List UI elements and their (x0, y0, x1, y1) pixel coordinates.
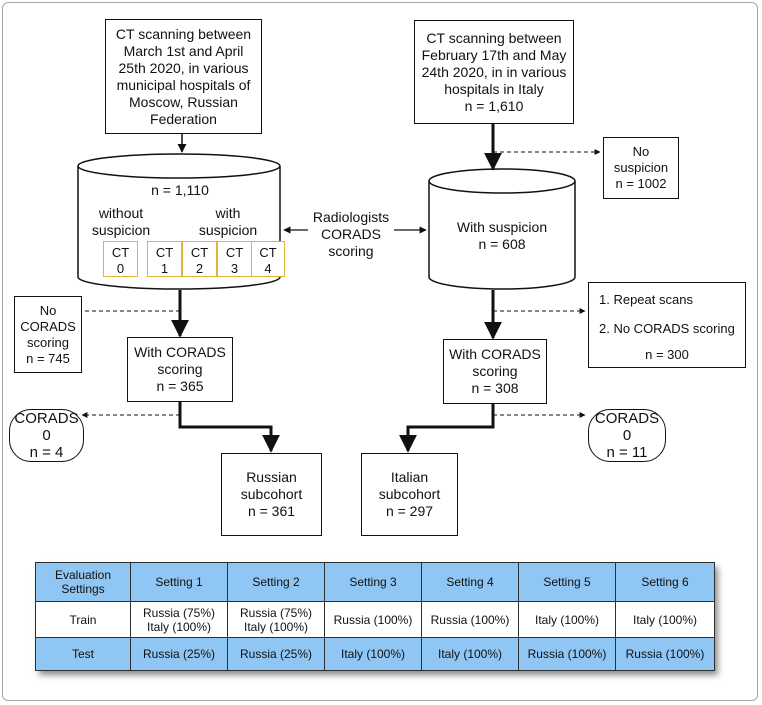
right-source-box: CT scanning between February 17th and Ma… (414, 20, 574, 124)
header-cell: Setting 3 (324, 562, 422, 602)
table-cell: Italy (100%) (518, 601, 616, 638)
ct-3-box: CT 3 (217, 241, 252, 277)
header-cell: Setting 6 (615, 562, 715, 602)
evaluation-settings-table: Evaluation Settings Setting 1 Setting 2 … (35, 562, 715, 671)
table-cell: Russia (75%) Italy (100%) (227, 601, 325, 638)
with-corads-left-box: With CORADS scoring n = 365 (127, 337, 233, 402)
header-cell: Setting 1 (130, 562, 228, 602)
with-corads-right-box: With CORADS scoring n = 308 (443, 339, 547, 404)
header-cell: Setting 4 (421, 562, 519, 602)
table-cell: Italy (100%) (615, 601, 715, 638)
ct-4-box: CT 4 (251, 241, 285, 277)
table-cell: Italy (100%) (421, 637, 519, 671)
table-cell: Train (35, 601, 131, 638)
table-cell: Russia (100%) (421, 601, 519, 638)
right-database-cylinder (428, 168, 576, 290)
ct-2-box: CT 2 (182, 241, 217, 277)
header-cell: Setting 2 (227, 562, 325, 602)
right-db-label: With suspicion n = 608 (456, 219, 548, 252)
left-db-count: n = 1,110 (151, 182, 209, 198)
table-cell: Italy (100%) (324, 637, 422, 671)
table-cell: Russia (25%) (130, 637, 228, 671)
header-cell: Setting 5 (518, 562, 616, 602)
arrow-right-to-italian (399, 404, 495, 453)
table-header-row: Evaluation Settings Setting 1 Setting 2 … (35, 562, 715, 602)
exclusion-item-repeat-scans: 1. Repeat scans (599, 292, 693, 307)
corads0-left-pill: CORADS 0 n = 4 (9, 409, 84, 462)
italian-subcohort-box: Italian subcohort n = 297 (361, 453, 458, 536)
ct-0-box: CT 0 (103, 241, 138, 277)
corads0-right-pill: CORADS 0 n = 11 (588, 409, 666, 462)
table-cell: Russia (100%) (518, 637, 616, 671)
table-cell: Russia (100%) (615, 637, 715, 671)
ct-1-box: CT 1 (147, 241, 182, 277)
with-suspicion-label: with suspicion (198, 205, 258, 238)
arrow-left-to-russian (178, 402, 280, 453)
without-suspicion-label: without suspicion (91, 205, 151, 238)
exclusion-right-box: 1. Repeat scans 2. No CORADS scoring n =… (588, 282, 746, 368)
exclusion-count: n = 300 (645, 347, 689, 362)
radiologists-scoring-label: Radiologists CORADS scoring (312, 209, 390, 259)
table-cell: Russia (25%) (227, 637, 325, 671)
exclusion-item-no-corads: 2. No CORADS scoring (599, 321, 735, 336)
no-suspicion-box: No suspicion n = 1002 (603, 137, 679, 199)
table-cell: Russia (100%) (324, 601, 422, 638)
russian-subcohort-box: Russian subcohort n = 361 (221, 453, 322, 536)
no-corads-left-box: No CORADS scoring n = 745 (14, 296, 82, 373)
table-row: Test Russia (25%) Russia (25%) Italy (10… (35, 637, 715, 671)
header-cell: Evaluation Settings (35, 562, 131, 602)
left-source-box: CT scanning between March 1st and April … (105, 19, 262, 134)
table-cell: Test (35, 637, 131, 671)
table-row: Train Russia (75%) Italy (100%) Russia (… (35, 601, 715, 638)
table-cell: Russia (75%) Italy (100%) (130, 601, 228, 638)
